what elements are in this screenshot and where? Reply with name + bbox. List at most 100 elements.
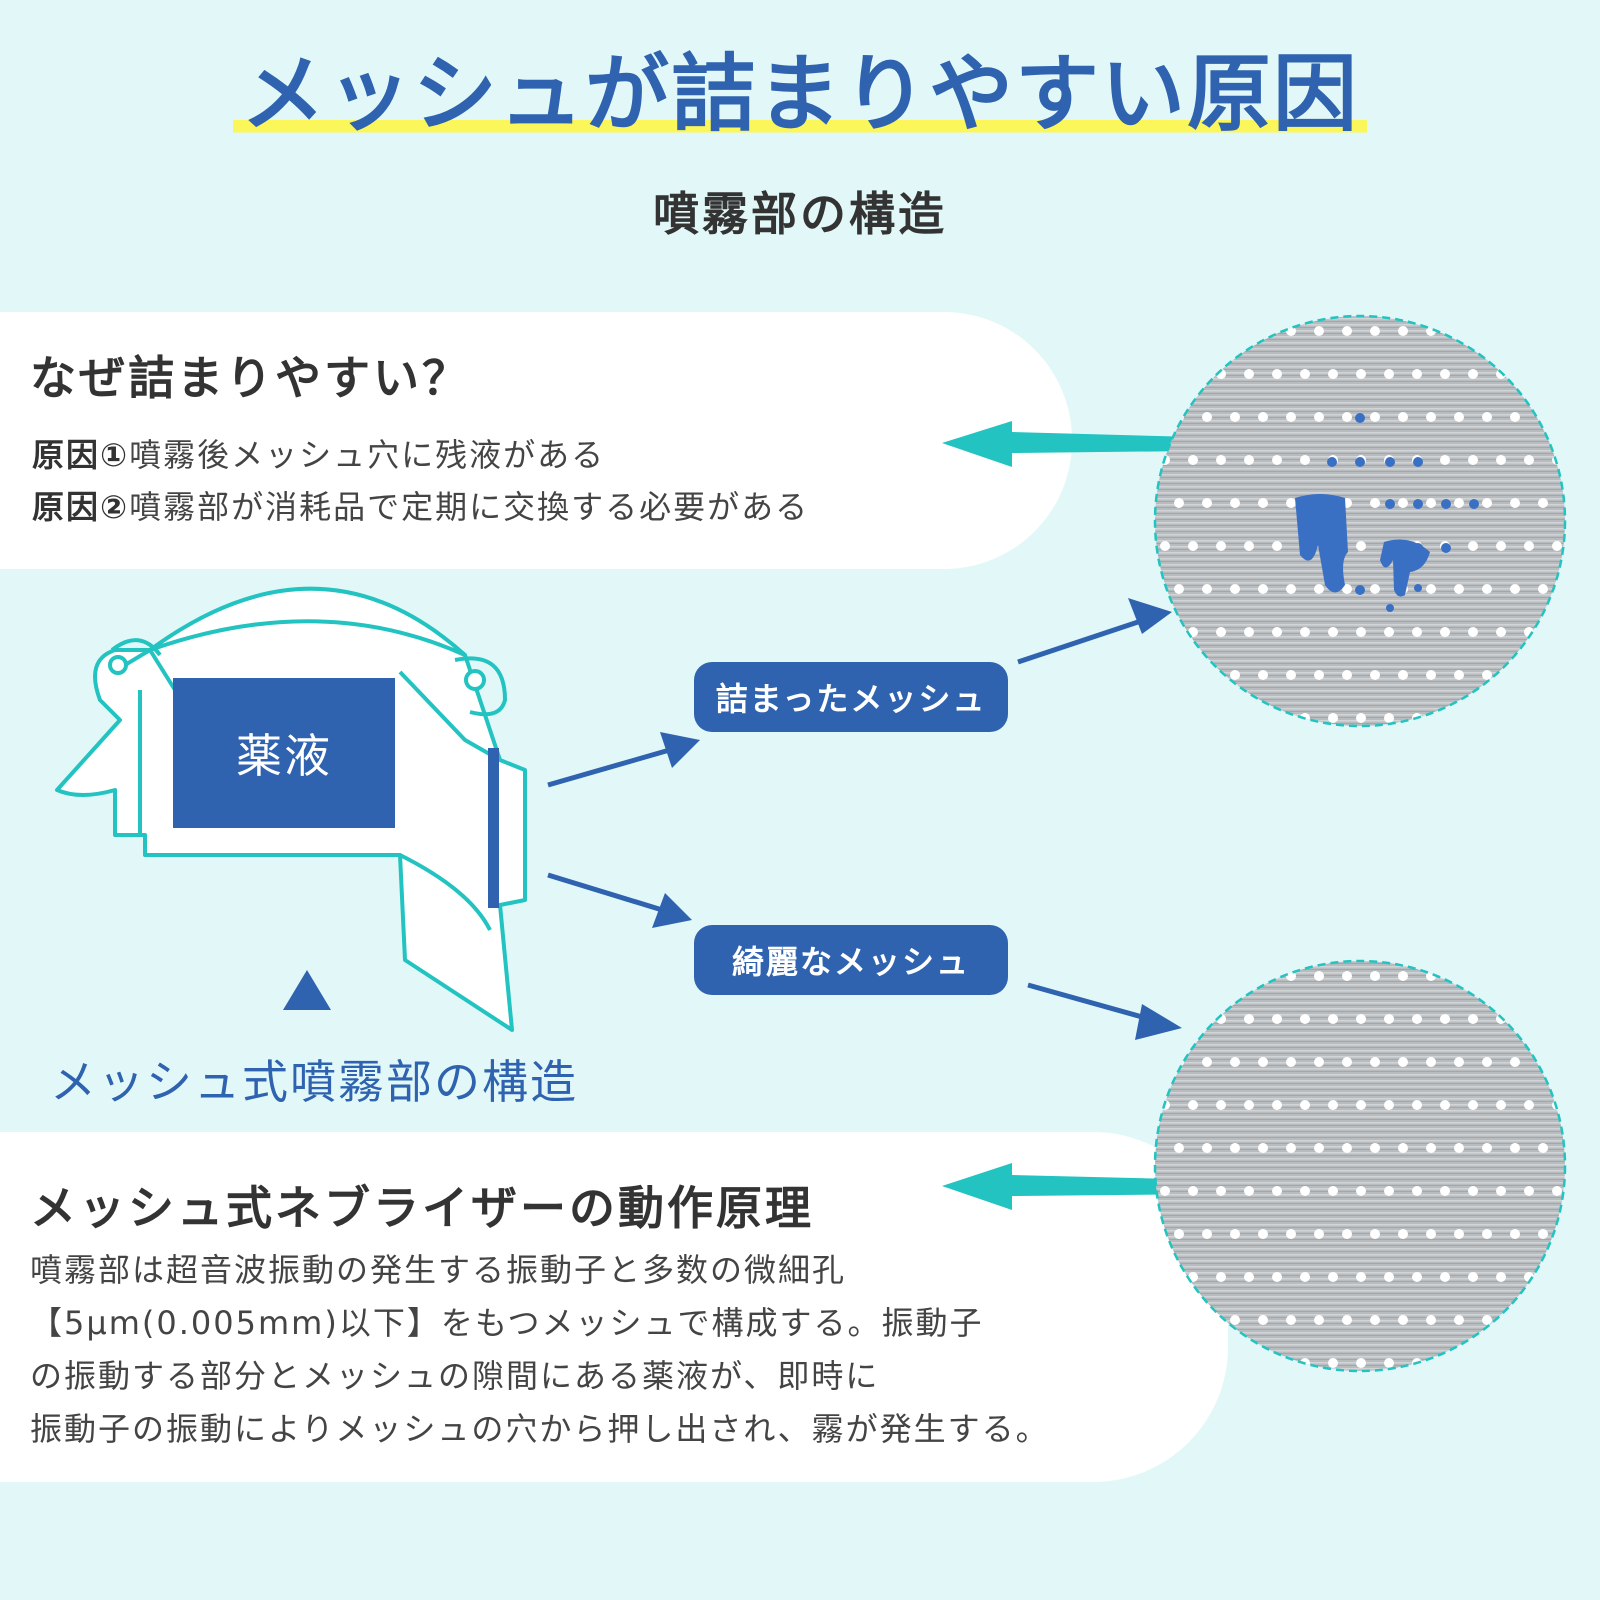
clogged-mesh-circle [1155, 316, 1565, 726]
mesh-hole [1272, 1186, 1282, 1196]
mesh-hole [1272, 369, 1282, 379]
mesh-hole [1538, 1057, 1548, 1067]
mesh-hole [1412, 1186, 1422, 1196]
mesh-hole [1552, 627, 1562, 637]
arrow-to-clogged-mesh-icon [1017, 598, 1172, 665]
mesh-hole [1538, 1315, 1548, 1325]
mesh-hole [1454, 1143, 1464, 1153]
mesh-hole [1230, 1315, 1240, 1325]
mesh-hole [1384, 1358, 1394, 1368]
mesh-hole [1538, 498, 1548, 508]
mesh-hole [1300, 1100, 1310, 1110]
mesh-hole [1272, 1100, 1282, 1110]
mesh-hole [1342, 1315, 1352, 1325]
arrow-to-clogged-icon [547, 732, 700, 788]
mesh-hole [1468, 369, 1478, 379]
mesh-hole [1412, 1272, 1422, 1282]
why-clog-card: なぜ詰まりやすい？ 原因①噴霧後メッシュ穴に残液がある 原因②噴霧部が消耗品で定… [0, 312, 1072, 569]
mesh-hole [1342, 326, 1352, 336]
reason-2-label: 原因② [32, 488, 130, 526]
mesh-hole [1398, 971, 1408, 981]
mesh-hole [1160, 627, 1170, 637]
mesh-hole [1258, 1315, 1268, 1325]
mesh-hole [1524, 1358, 1534, 1368]
mesh-hole [1440, 1100, 1450, 1110]
mesh-hole [1174, 1229, 1184, 1239]
clogged-mesh-label: 詰まったメッシュ [694, 662, 1008, 732]
mesh-hole [1342, 1143, 1352, 1153]
mesh-hole [1384, 1014, 1394, 1024]
mesh-hole [1202, 971, 1212, 981]
mesh-hole [1454, 670, 1464, 680]
mesh-hole [1202, 1057, 1212, 1067]
mesh-hole [1398, 412, 1408, 422]
mesh-hole [1202, 584, 1212, 594]
mesh-hole [1370, 412, 1380, 422]
mesh-hole [1216, 1186, 1226, 1196]
mesh-hole [1552, 1186, 1562, 1196]
mesh-hole [1174, 412, 1184, 422]
mesh-hole [1426, 498, 1436, 508]
mesh-hole [1188, 541, 1198, 551]
mesh-hole [1482, 1229, 1492, 1239]
mesh-hole [1482, 498, 1492, 508]
mesh-hole [1230, 670, 1240, 680]
mesh-hole [1174, 670, 1184, 680]
mesh-hole [1440, 713, 1450, 723]
mesh-hole [1482, 326, 1492, 336]
mesh-hole [1398, 1315, 1408, 1325]
mesh-hole [1272, 713, 1282, 723]
mesh-hole [1174, 1143, 1184, 1153]
reason-2: 原因②噴霧部が消耗品で定期に交換する必要がある [32, 482, 809, 528]
mesh-hole [1202, 498, 1212, 508]
mesh-hole [1510, 584, 1520, 594]
mesh-hole [1524, 713, 1534, 723]
mesh-hole [1314, 584, 1324, 594]
mesh-hole [1300, 1272, 1310, 1282]
mesh-hole [1468, 1100, 1478, 1110]
mesh-hole [1524, 541, 1534, 551]
mesh-hole [1370, 971, 1380, 981]
mesh-hole [1272, 627, 1282, 637]
mesh-hole [1230, 971, 1240, 981]
mesh-hole [1342, 670, 1352, 680]
mesh-hole [1510, 1057, 1520, 1067]
title-wrap: メッシュが詰まりやすい原因 [0, 48, 1600, 140]
mesh-hole [1510, 412, 1520, 422]
mesh-hole [1370, 1143, 1380, 1153]
mesh-hole [1314, 1143, 1324, 1153]
mesh-hole [1174, 1315, 1184, 1325]
mesh-hole [1482, 1057, 1492, 1067]
mesh-hole [1426, 1315, 1436, 1325]
mesh-hole [1510, 1229, 1520, 1239]
mesh-hole [1426, 584, 1436, 594]
mesh-hole [1398, 1057, 1408, 1067]
mesh-hole [1230, 1229, 1240, 1239]
mesh-hole [1412, 1014, 1422, 1024]
mesh-hole [1538, 1143, 1548, 1153]
mesh-hole [1468, 627, 1478, 637]
mesh-hole [1426, 412, 1436, 422]
mesh-hole [1412, 369, 1422, 379]
mesh-hole [1440, 369, 1450, 379]
mesh-hole [1356, 1100, 1366, 1110]
mesh-hole [1286, 1143, 1296, 1153]
mesh-hole [1286, 1229, 1296, 1239]
mesh-hole [1510, 326, 1520, 336]
mesh-hole [1356, 1272, 1366, 1282]
mesh-hole [1384, 1272, 1394, 1282]
mesh-hole [1286, 1315, 1296, 1325]
mesh-hole [1398, 670, 1408, 680]
mesh-hole [1370, 670, 1380, 680]
mesh-hole [1510, 1315, 1520, 1325]
mesh-hole [1258, 971, 1268, 981]
mesh-hole [1552, 1358, 1562, 1368]
mesh-hole [1160, 369, 1170, 379]
mesh-hole [1216, 1358, 1226, 1368]
mesh-hole [1174, 326, 1184, 336]
mesh-hole [1482, 971, 1492, 981]
mesh-hole [1258, 1143, 1268, 1153]
mesh-hole [1188, 455, 1198, 465]
mesh-hole [1468, 1014, 1478, 1024]
mesh-hole [1258, 670, 1268, 680]
